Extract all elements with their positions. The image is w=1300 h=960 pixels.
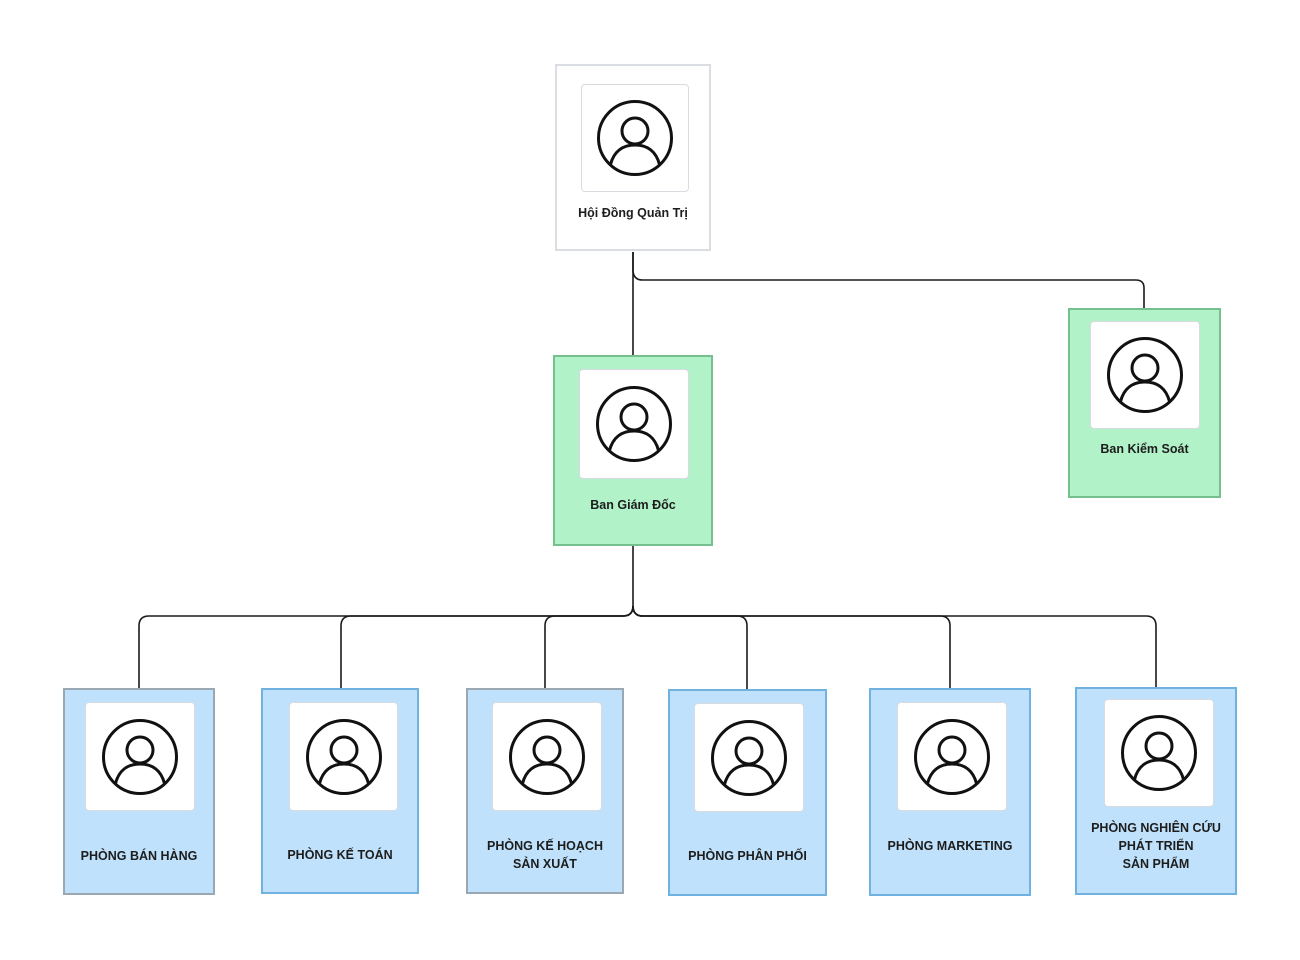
node-dept-sales[interactable]: PHÒNG BÁN HÀNG bbox=[63, 688, 215, 895]
node-label-line: PHÒNG KẾ HOẠCH bbox=[487, 839, 603, 853]
node-label-line: Ban Kiểm Soát bbox=[1100, 442, 1189, 456]
avatar-tile bbox=[85, 702, 195, 811]
node-label-line: SẢN PHẨM bbox=[1122, 857, 1190, 871]
node-label-line: PHÒNG BÁN HÀNG bbox=[80, 849, 198, 863]
node-label-line: PHÒNG MARKETING bbox=[887, 839, 1013, 853]
user-avatar-icon bbox=[305, 718, 382, 795]
user-avatar-icon bbox=[711, 719, 787, 796]
avatar-tile bbox=[897, 702, 1007, 811]
node-label: Ban Kiểm Soát bbox=[1070, 440, 1219, 458]
avatar-tile bbox=[492, 702, 602, 811]
node-dept-accounting[interactable]: PHÒNG KẾ TOÁN bbox=[261, 688, 419, 894]
connector-dept-1 bbox=[138, 605, 634, 688]
node-label: PHÒNG KẾ TOÁN bbox=[263, 846, 417, 864]
node-directors[interactable]: Ban Giám Đốc bbox=[553, 355, 713, 546]
node-label: PHÒNG BÁN HÀNG bbox=[65, 847, 213, 865]
node-dept-distribution[interactable]: PHÒNG PHÂN PHỐI bbox=[668, 689, 827, 896]
user-avatar-icon bbox=[1107, 337, 1183, 413]
node-label: PHÒNG KẾ HOẠCH SẢN XUẤT bbox=[468, 837, 622, 873]
user-avatar-icon bbox=[597, 100, 673, 176]
node-label: Ban Giám Đốc bbox=[555, 496, 711, 514]
avatar-tile bbox=[289, 702, 398, 811]
node-label-line: PHÒNG KẾ TOÁN bbox=[287, 848, 393, 862]
connector-dept-4 bbox=[632, 605, 748, 690]
avatar-tile bbox=[1090, 321, 1200, 429]
node-label: Hội Đồng Quản Trị bbox=[557, 204, 709, 222]
node-label: PHÒNG PHÂN PHỐI bbox=[670, 847, 825, 865]
user-avatar-icon bbox=[1121, 715, 1197, 791]
avatar-tile bbox=[579, 369, 689, 479]
user-avatar-icon bbox=[914, 718, 990, 795]
node-dept-production-planning[interactable]: PHÒNG KẾ HOẠCH SẢN XUẤT bbox=[466, 688, 624, 894]
connector-dept-6 bbox=[632, 605, 1157, 688]
user-avatar-icon bbox=[596, 386, 672, 462]
connector-dept-2 bbox=[340, 605, 634, 688]
connector-dept-3 bbox=[544, 605, 634, 688]
node-label-line: PHÁT TRIỂN bbox=[1118, 839, 1194, 853]
node-label: PHÒNG MARKETING bbox=[871, 837, 1029, 855]
node-board[interactable]: Hội Đồng Quản Trị bbox=[555, 64, 711, 251]
node-dept-research-development[interactable]: PHÒNG NGHIÊN CỨU PHÁT TRIỂN SẢN PHẨM bbox=[1075, 687, 1237, 895]
node-label-line: SẢN XUẤT bbox=[513, 857, 577, 871]
connector-board-supervisory bbox=[632, 252, 1145, 308]
node-supervisory[interactable]: Ban Kiểm Soát bbox=[1068, 308, 1221, 498]
node-label-line: Hội Đồng Quản Trị bbox=[578, 206, 688, 220]
avatar-tile bbox=[694, 703, 804, 812]
connector-dept-5 bbox=[632, 605, 951, 688]
user-avatar-icon bbox=[102, 718, 178, 795]
node-dept-marketing[interactable]: PHÒNG MARKETING bbox=[869, 688, 1031, 896]
node-label-line: PHÒNG NGHIÊN CỨU bbox=[1091, 821, 1221, 835]
node-label-line: Ban Giám Đốc bbox=[590, 498, 676, 512]
avatar-tile bbox=[581, 84, 689, 192]
node-label-line: PHÒNG PHÂN PHỐI bbox=[688, 849, 807, 863]
avatar-tile bbox=[1104, 699, 1214, 807]
node-label: PHÒNG NGHIÊN CỨU PHÁT TRIỂN SẢN PHẨM bbox=[1077, 819, 1235, 873]
user-avatar-icon bbox=[509, 718, 585, 795]
